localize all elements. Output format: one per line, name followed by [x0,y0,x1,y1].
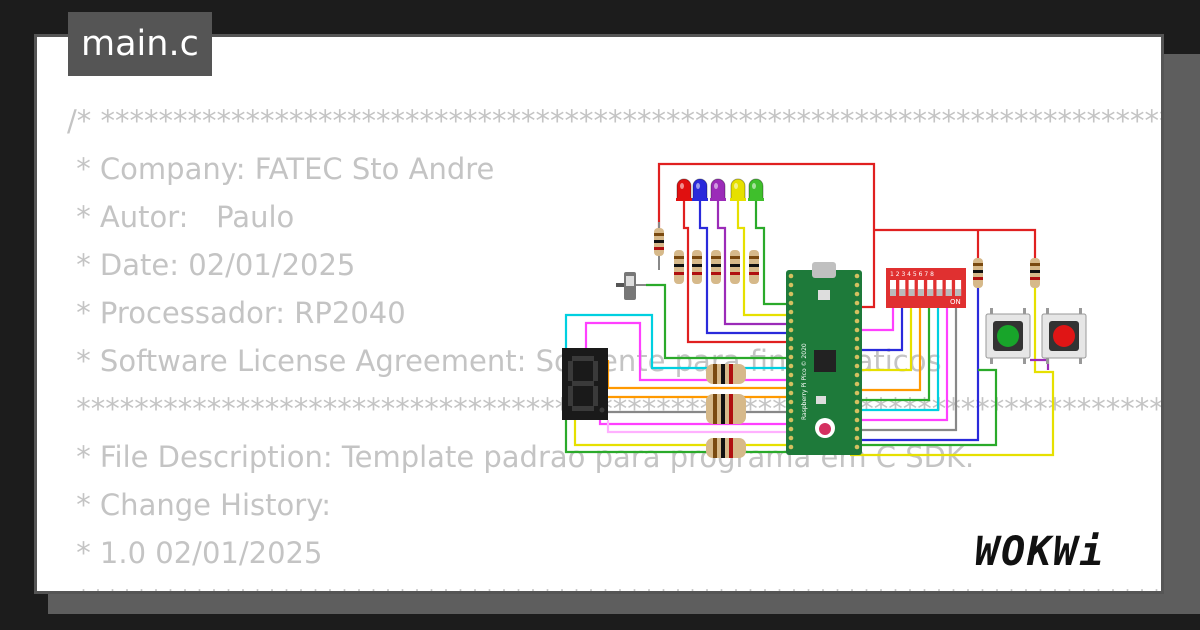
pin [788,363,794,369]
pin [788,399,794,405]
resistor [711,250,721,284]
pin [854,345,860,351]
pin [854,390,860,396]
pin [854,381,860,387]
pin [854,435,860,441]
led [676,178,692,201]
pin [854,444,860,450]
resistor [706,438,746,458]
resistor [973,258,983,288]
code-view: /* *************************************… [67,97,1164,591]
seven-segment-display [562,348,608,420]
pin [788,354,794,360]
pin [854,354,860,360]
pin [854,309,860,315]
board-label: Raspberry Pi Pico © 2020 [801,343,808,420]
code-line: * Date: 02/01/2025 [67,248,356,282]
pin [788,291,794,297]
dip-switch-numbers: 1 2 3 4 5 6 7 8 [890,271,934,278]
file-tab[interactable]: main.c [68,12,212,76]
pin [788,300,794,306]
code-line: /* *************************************… [67,104,1164,138]
pin [854,291,860,297]
pin [854,363,860,369]
dip-key[interactable] [890,280,896,296]
dip-key[interactable] [945,280,952,296]
slide-switch[interactable] [616,272,646,300]
resistors [654,222,1040,458]
pin [788,318,794,324]
led [730,178,746,201]
dip-switch-on-label: ON [950,298,961,306]
resistor [730,250,740,284]
led [748,178,764,201]
resistor [674,250,684,284]
resistor [692,250,702,284]
pin [854,300,860,306]
pin [854,399,860,405]
dip-key[interactable] [936,280,943,296]
dip-key[interactable] [917,280,924,296]
pin [854,417,860,423]
pin [788,426,794,432]
code-line: * Autor: Paulo [67,200,295,234]
leds [676,178,764,201]
pin [788,327,794,333]
code-line: * 1.0 02/01/2025 [67,536,323,570]
wokwi-logo: WOKWi [975,529,1106,575]
dip-key[interactable] [927,280,934,296]
resistor [706,394,746,424]
dip-key[interactable] [955,280,962,296]
pin [788,444,794,450]
board-pins [788,273,860,450]
pin [788,336,794,342]
pin [788,381,794,387]
pin [854,336,860,342]
pin [788,345,794,351]
code-line: * Processador: RP2040 [67,296,406,330]
pin [788,417,794,423]
code-line: ****************************************… [67,577,1161,591]
pin [854,318,860,324]
pin [854,273,860,279]
pin [788,372,794,378]
pin [788,309,794,315]
pin [788,390,794,396]
pin [854,372,860,378]
led [710,178,726,201]
dip-key[interactable] [908,280,915,296]
pin [788,408,794,414]
push-button-red[interactable] [1041,308,1087,364]
resistor [1030,258,1040,288]
pin [788,435,794,441]
dip-switch[interactable]: 1 2 3 4 5 6 7 8 ON [886,268,966,308]
resistor [654,222,664,270]
pin [788,282,794,288]
dip-key[interactable] [899,280,906,296]
pin [854,426,860,432]
code-line: * Company: FATEC Sto Andre [67,152,495,186]
resistor [749,250,759,284]
pin [854,282,860,288]
pin [854,408,860,414]
code-line: * Change History: [67,488,332,522]
pin [854,327,860,333]
led [692,178,708,201]
pico-board: Raspberry Pi Pico © 2020 [786,262,862,455]
resistor [706,364,746,384]
pin [788,273,794,279]
push-button-green[interactable] [985,308,1031,364]
